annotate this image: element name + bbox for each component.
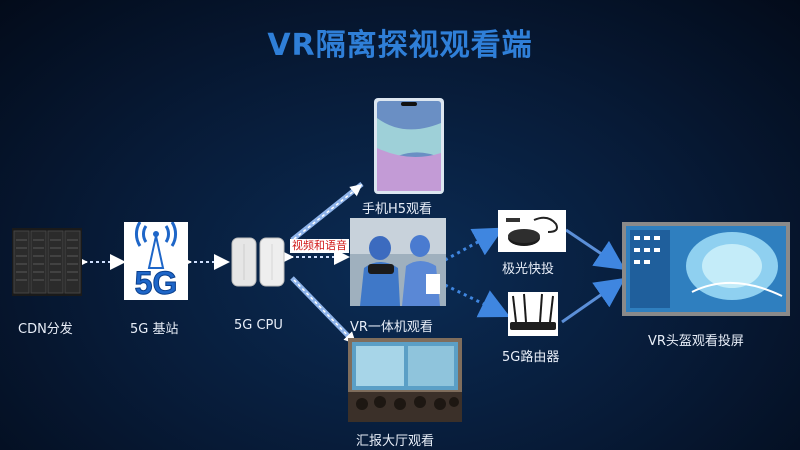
5g-badge-text: 5G	[135, 265, 178, 300]
phone-image	[374, 98, 444, 194]
vr-headset-label: VR一体机观看	[350, 320, 433, 335]
5g-cpu-device-image	[228, 236, 288, 288]
hall-label: 汇报大厅观看	[356, 434, 435, 449]
link-router-screen	[561, 277, 626, 324]
hall-photo	[348, 338, 462, 422]
cdn-server-image	[12, 228, 82, 296]
screen-label: VR头盔观看投屏	[648, 334, 744, 349]
router-label: 5G路由器	[502, 350, 560, 365]
cdn-label: CDN分发	[18, 322, 73, 337]
page-title: VR隔离探视观看端	[267, 28, 533, 63]
router-image	[508, 292, 558, 336]
edge-label-video-voice: 视频和语音	[290, 239, 349, 253]
cast-label: 极光快投	[502, 262, 555, 277]
projection-screen-image	[622, 222, 790, 316]
link-cast-screen	[565, 228, 626, 271]
5g-base-station-icon: 5G	[124, 221, 188, 302]
link-vr-router	[444, 283, 511, 318]
vr-headset-photo	[350, 218, 446, 306]
link-vr-cast	[444, 227, 504, 262]
cast-dongle-image	[498, 210, 566, 252]
base-station-label: 5G 基站	[130, 322, 179, 337]
cpu-label: 5G CPU	[234, 318, 283, 333]
phone-label: 手机H5观看	[362, 202, 433, 217]
